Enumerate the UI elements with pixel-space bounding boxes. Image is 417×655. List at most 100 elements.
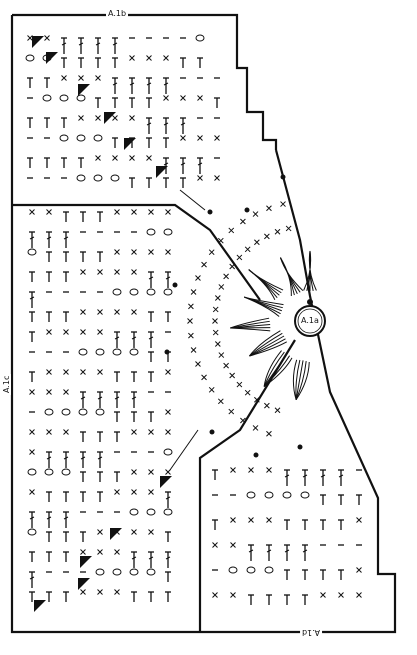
stitch-mark (188, 304, 193, 309)
stitch-mark (115, 590, 120, 595)
stitch-mark (32, 36, 44, 48)
stitch-mark (47, 390, 52, 395)
stitch-mark (357, 518, 362, 523)
stitch-mark (213, 330, 218, 335)
stitch-mark (321, 593, 326, 598)
stitch-mark (62, 409, 70, 415)
stitch-mark (213, 319, 218, 324)
stitch-mark (213, 543, 218, 548)
stitch-mark (181, 136, 186, 141)
stitch-mark (111, 175, 119, 181)
stitch-mark (164, 229, 172, 235)
section-label-a1d: A.1d (300, 628, 322, 637)
stitch-mark (132, 250, 137, 255)
stitch-mark (147, 229, 155, 235)
anchor-dot (298, 445, 303, 450)
stitch-mark (30, 390, 35, 395)
stitch-mark (215, 341, 220, 346)
stitch-mark (215, 176, 220, 181)
stitch-mark (149, 250, 154, 255)
divider-bottom (200, 340, 295, 632)
stitch-mark (249, 468, 254, 473)
stitch-mark (60, 135, 68, 141)
stitch-mark (281, 202, 286, 207)
stitch-mark (237, 255, 242, 260)
stitch-mark (98, 530, 103, 535)
section-label-a1b: A.1b (106, 9, 128, 18)
stitch-mark (81, 310, 86, 315)
stitch-mark (357, 593, 362, 598)
stitch-mark (130, 156, 135, 161)
stitch-mark (229, 409, 234, 414)
stitch-mark (283, 492, 291, 498)
stitch-mark (28, 249, 36, 255)
panel-a1b-outline (12, 15, 276, 150)
stitch-mark (245, 247, 250, 252)
stitch-mark (64, 430, 69, 435)
stitch-mark (30, 490, 35, 495)
stitch-mark (202, 262, 207, 267)
stitch-mark (265, 567, 273, 573)
stitch-mark (81, 330, 86, 335)
stitch-mark (81, 550, 86, 555)
stitch-mark (267, 518, 272, 523)
stitch-mark (230, 264, 235, 269)
stitch-mark (275, 229, 280, 234)
stitch-mark (130, 56, 135, 61)
stitch-mark (64, 370, 69, 375)
stitch-mark (249, 518, 254, 523)
stitch-mark (79, 409, 87, 415)
stitch-mark (30, 430, 35, 435)
stitch-mark (81, 590, 86, 595)
stitch-mark (245, 390, 250, 395)
fan-stroke (230, 328, 270, 331)
stitch-mark (113, 116, 118, 121)
stitch-mark (266, 206, 271, 211)
stitch-mark (98, 590, 103, 595)
panel-outlines (12, 15, 395, 632)
anchor-dot (165, 350, 170, 355)
fan-stroke (249, 270, 283, 291)
stitch-mark (196, 35, 204, 41)
stitch-mark (26, 55, 34, 61)
stitch-mark (113, 156, 118, 161)
stitch-mark (213, 307, 218, 312)
stitch-mark (132, 430, 137, 435)
anchor-dot (210, 430, 215, 435)
stitch-mark (357, 568, 362, 573)
fan-stroke (244, 297, 283, 305)
stitch-mark (209, 387, 214, 392)
stitch-mark (275, 408, 280, 413)
stitch-mark (198, 136, 203, 141)
section-label-a1c: A.1c (2, 374, 11, 395)
stitch-mark (147, 289, 155, 295)
stitch-mark (164, 509, 172, 515)
stitch-mark (166, 410, 171, 415)
stitch-mark (28, 529, 36, 535)
fan-stroke (244, 297, 279, 316)
stitch-mark (264, 234, 269, 239)
stitch-mark (130, 569, 138, 575)
stitch-mark (181, 96, 186, 101)
stitch-mark (115, 270, 120, 275)
stitch-mark (77, 95, 85, 101)
stitch-mark (47, 330, 52, 335)
stitch-mark (132, 310, 137, 315)
stitch-mark (147, 509, 155, 515)
stitch-mark (188, 333, 193, 338)
stitch-mark (230, 373, 235, 378)
stitch-mark (218, 238, 223, 243)
stitch-mark (115, 310, 120, 315)
stitch-mark (96, 116, 101, 121)
stitch-mark (132, 490, 137, 495)
stitch-mark (30, 210, 35, 215)
stitch-mark (265, 492, 273, 498)
stitch-mark (98, 550, 103, 555)
stitch-mark (115, 550, 120, 555)
stitch-mark (130, 289, 138, 295)
stitch-mark (231, 468, 236, 473)
stitch-mark (166, 210, 171, 215)
stitch-mark (77, 175, 85, 181)
stitch-mark (104, 112, 116, 124)
arrow (180, 190, 205, 210)
